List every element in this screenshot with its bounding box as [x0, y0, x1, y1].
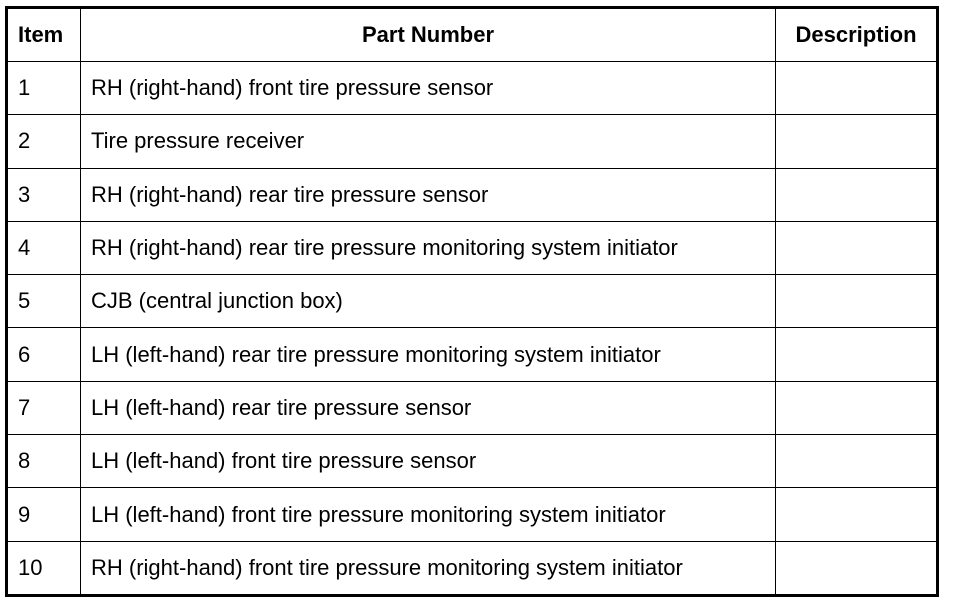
item-cell: 6 — [6, 327, 81, 382]
description-cell — [775, 327, 938, 382]
item-cell: 2 — [6, 114, 81, 169]
part-number-cell: Tire pressure receiver — [80, 114, 776, 169]
description-cell — [775, 60, 938, 116]
item-cell: 3 — [6, 167, 81, 222]
part-number-cell: RH (right-hand) rear tire pressure monit… — [80, 220, 776, 276]
description-cell — [775, 114, 938, 169]
description-cell — [775, 540, 938, 597]
column-header-description: Description — [775, 7, 938, 62]
column-header-item: Item — [6, 7, 81, 62]
description-cell — [775, 380, 938, 436]
description-cell — [775, 220, 938, 276]
part-number-cell: LH (left-hand) front tire pressure monit… — [80, 487, 776, 542]
item-cell: 5 — [6, 274, 81, 329]
item-cell: 4 — [6, 220, 81, 276]
item-cell: 9 — [6, 487, 81, 542]
description-cell — [775, 167, 938, 222]
item-cell: 10 — [6, 540, 81, 597]
part-number-cell: CJB (central junction box) — [80, 274, 776, 329]
part-number-cell: LH (left-hand) rear tire pressure monito… — [80, 327, 776, 382]
part-number-cell: LH (left-hand) rear tire pressure sensor — [80, 380, 776, 436]
part-number-cell: RH (right-hand) front tire pressure sens… — [80, 60, 776, 116]
description-cell — [775, 487, 938, 542]
item-cell: 7 — [6, 380, 81, 436]
item-cell: 1 — [6, 60, 81, 116]
part-number-cell: RH (right-hand) front tire pressure moni… — [80, 540, 776, 597]
part-number-cell: LH (left-hand) front tire pressure senso… — [80, 434, 776, 489]
item-cell: 8 — [6, 434, 81, 489]
part-number-cell: RH (right-hand) rear tire pressure senso… — [80, 167, 776, 222]
column-header-part-number: Part Number — [80, 7, 776, 62]
table-header-row: Item Part Number Description — [6, 7, 938, 62]
description-cell — [775, 434, 938, 489]
description-cell — [775, 274, 938, 329]
